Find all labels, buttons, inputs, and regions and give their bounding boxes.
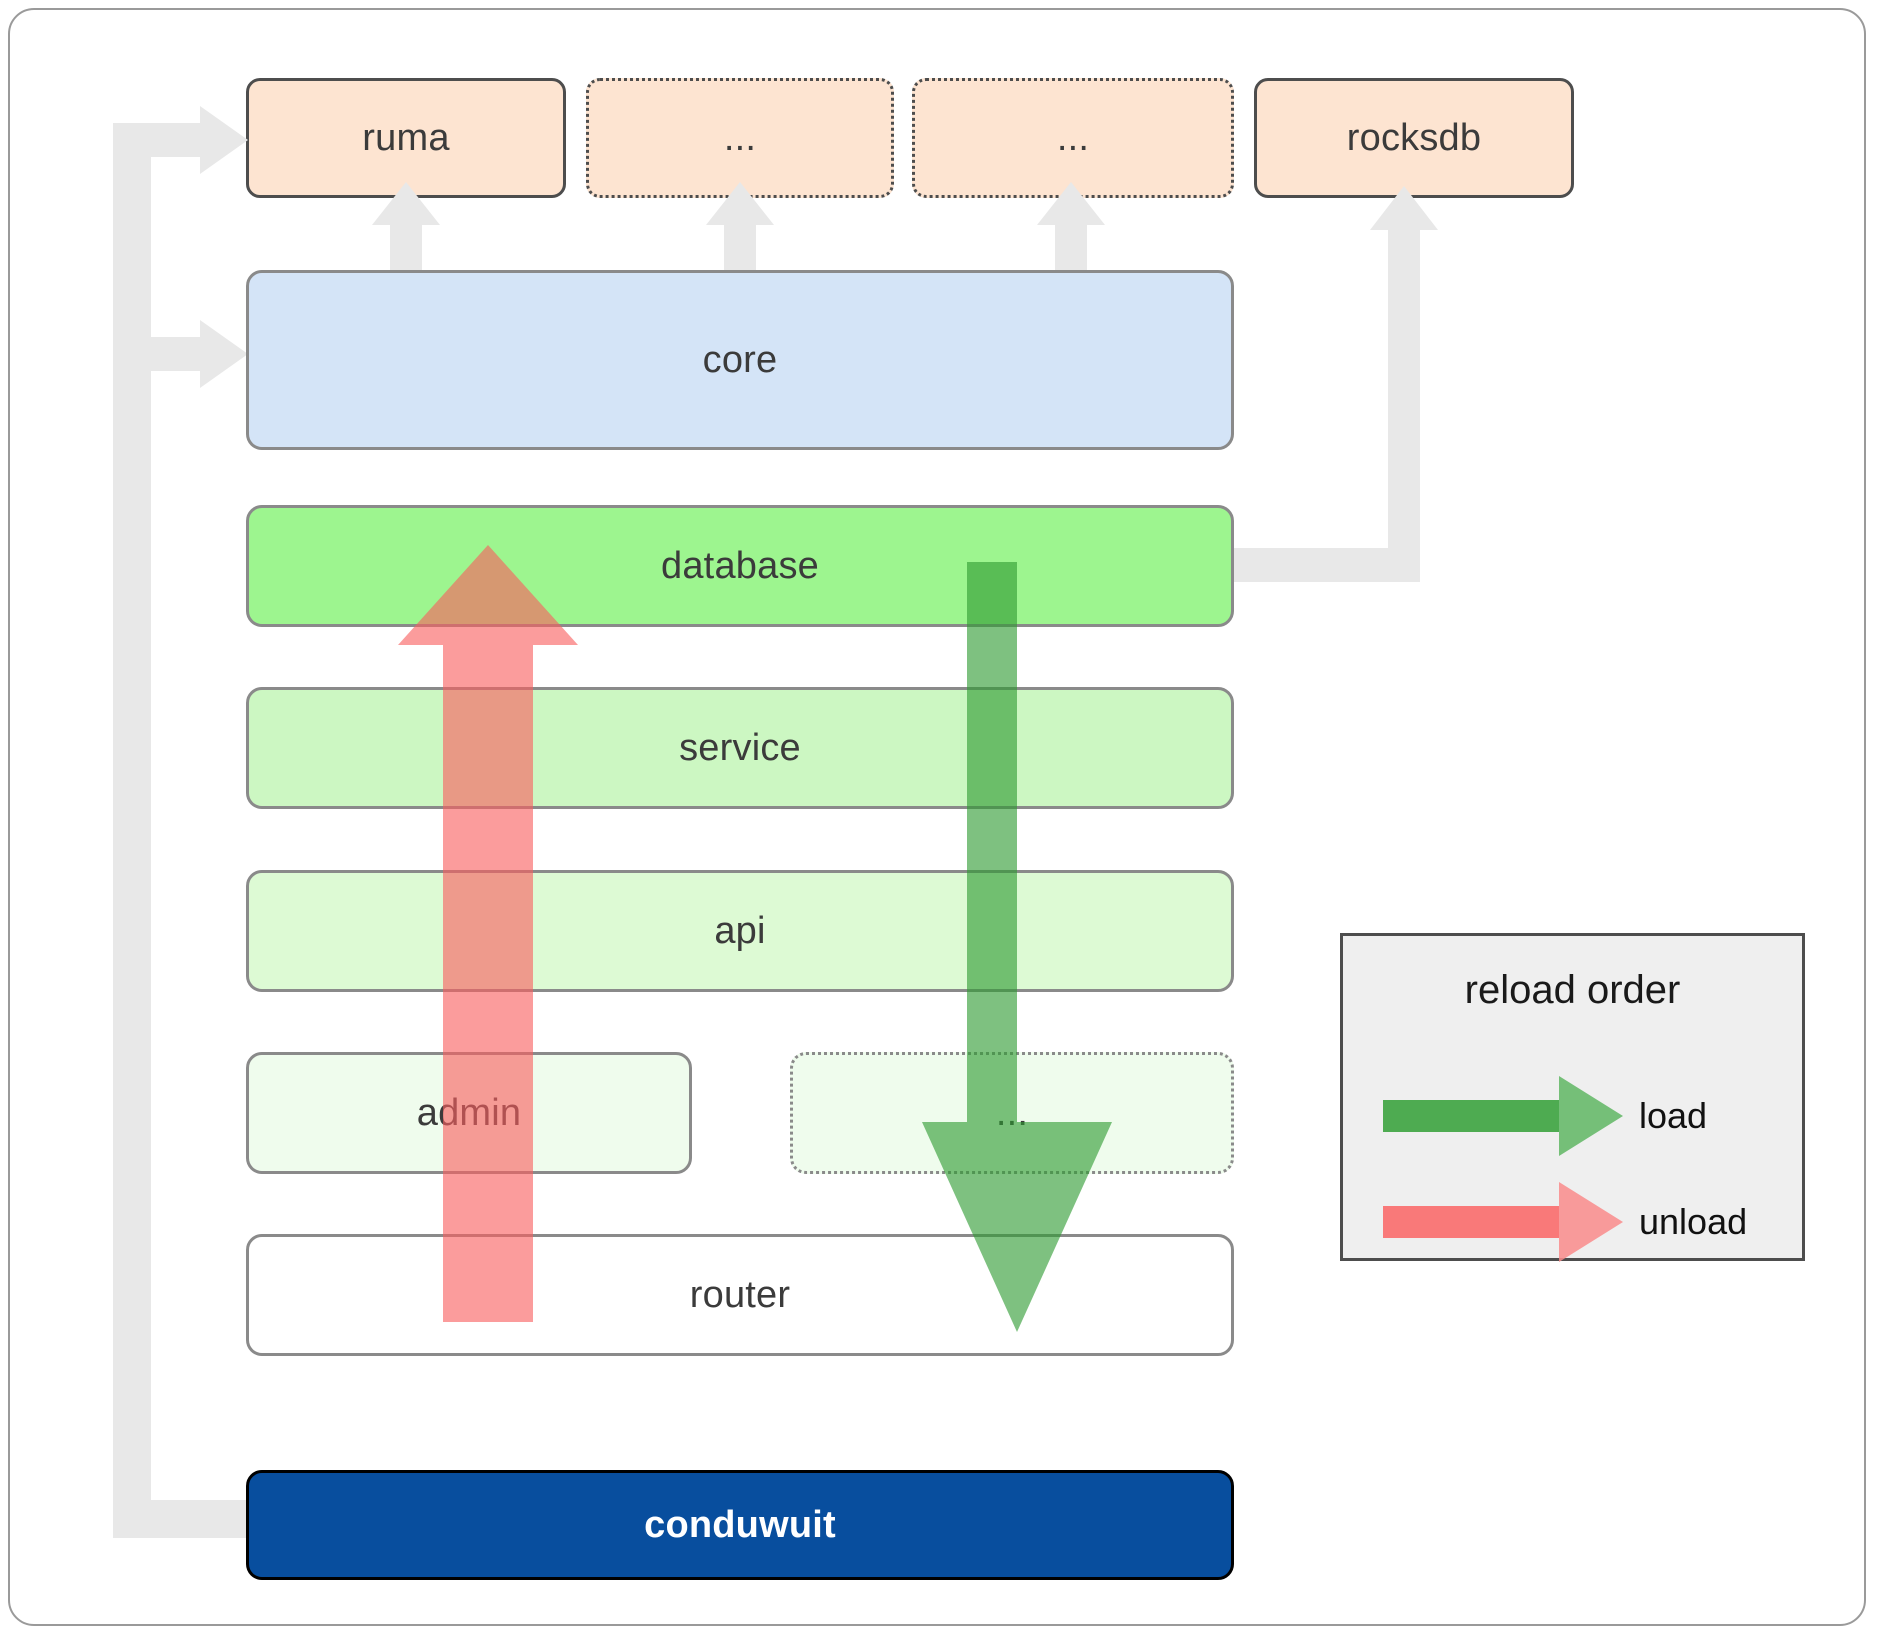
legend-panel: reload order load unload: [1340, 933, 1805, 1262]
node-dependency-ellipsis-1[interactable]: ...: [586, 78, 894, 198]
node-ruma[interactable]: ruma: [246, 78, 566, 198]
node-conduwuit-label: conduwuit: [644, 1503, 836, 1546]
node-dependency-ellipsis-2-label: ...: [1056, 116, 1090, 159]
node-rocksdb-label: rocksdb: [1346, 116, 1482, 159]
node-router-label: router: [689, 1273, 791, 1316]
node-core[interactable]: core: [246, 270, 1234, 450]
node-database[interactable]: database: [246, 505, 1234, 627]
load-legend-icon: [1383, 1076, 1623, 1156]
node-database-label: database: [661, 544, 819, 587]
unload-legend-icon: [1383, 1182, 1623, 1262]
node-router[interactable]: router: [246, 1234, 1234, 1356]
node-layer-ellipsis[interactable]: ...: [790, 1052, 1234, 1174]
node-dependency-ellipsis-2[interactable]: ...: [912, 78, 1234, 198]
legend-item-unload-label: unload: [1639, 1201, 1748, 1242]
node-core-label: core: [702, 338, 778, 381]
node-rocksdb[interactable]: rocksdb: [1254, 78, 1574, 198]
diagram-outer-frame: [8, 8, 1866, 1626]
legend-item-unload: unload: [1383, 1182, 1783, 1262]
node-admin[interactable]: admin: [246, 1052, 692, 1174]
legend-item-load: load: [1383, 1076, 1783, 1156]
node-admin-label: admin: [416, 1091, 522, 1134]
legend-item-load-label: load: [1639, 1095, 1708, 1136]
node-api-label: api: [714, 909, 766, 952]
node-conduwuit[interactable]: conduwuit: [246, 1470, 1234, 1580]
node-ruma-label: ruma: [362, 116, 450, 159]
node-service-label: service: [679, 726, 801, 769]
legend-title: reload order: [1464, 968, 1681, 1012]
node-layer-ellipsis-label: ...: [995, 1091, 1029, 1134]
node-api[interactable]: api: [246, 870, 1234, 992]
node-dependency-ellipsis-1-label: ...: [723, 116, 757, 159]
node-service[interactable]: service: [246, 687, 1234, 809]
